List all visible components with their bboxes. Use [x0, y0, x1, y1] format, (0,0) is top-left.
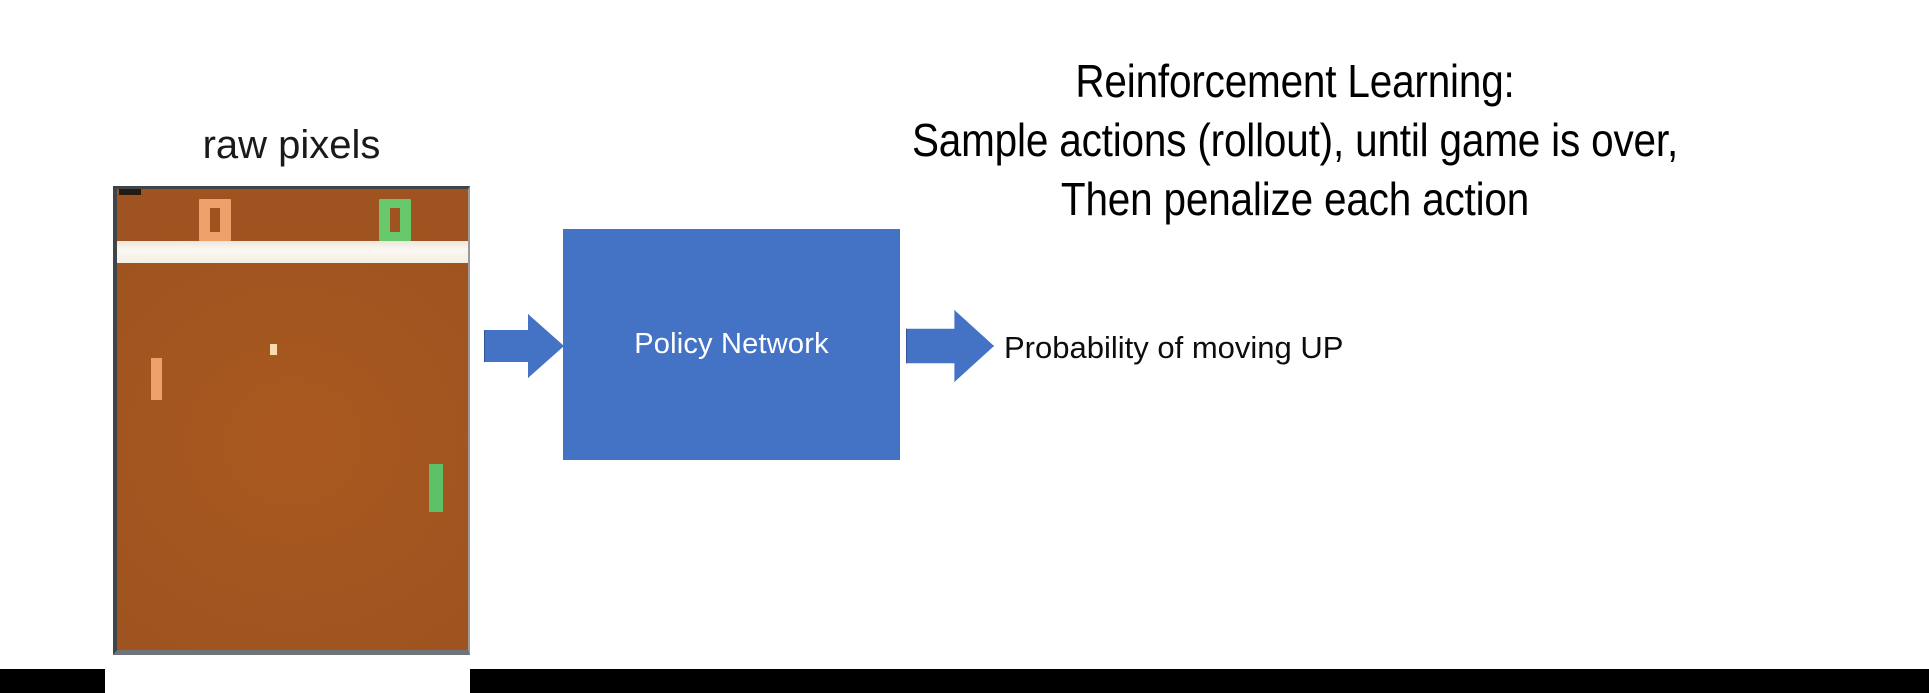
slide-heading: Reinforcement Learning: Sample actions (… [763, 52, 1828, 229]
footer-bar-right [470, 669, 1929, 693]
input-arrow-right-icon [484, 314, 564, 378]
heading-line-3: Then penalize each action [1060, 173, 1530, 225]
output-arrow-right-icon [906, 310, 994, 382]
score-left-digit-hole [210, 208, 220, 232]
raw-pixels-caption: raw pixels [202, 123, 381, 167]
policy-network-box: Policy Network [563, 229, 900, 460]
pong-paddle-right [429, 464, 443, 512]
heading-line-2: Sample actions (rollout), until game is … [911, 114, 1679, 166]
pong-score-left [199, 199, 231, 241]
pong-score-right [379, 199, 411, 241]
pong-corner-notch [119, 189, 141, 195]
heading-line-1: Reinforcement Learning: [1075, 55, 1515, 107]
pong-paddle-left [151, 358, 162, 400]
pong-score-band [117, 189, 468, 237]
policy-network-label: Policy Network [634, 328, 829, 360]
pong-divider-bar [117, 241, 468, 263]
footer-bar-left [0, 669, 105, 693]
output-probability-label: Probability of moving UP [1004, 330, 1344, 365]
pong-ball [270, 344, 277, 355]
score-right-digit-hole [390, 208, 400, 232]
pong-playfield [117, 189, 468, 650]
atari-pong-screen [113, 186, 470, 655]
